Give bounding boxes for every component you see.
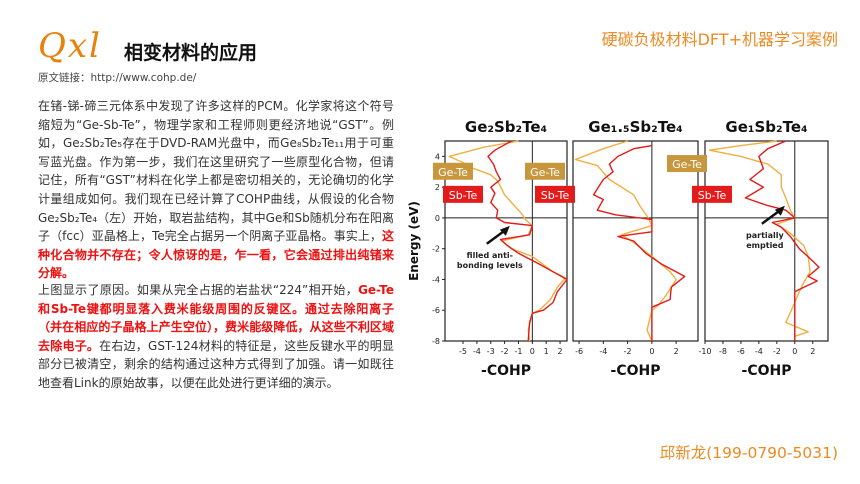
legend-label: Sb-Te [449, 189, 478, 202]
paragraph-text: 在右边，GST-124材料的特征是，这些反键水平的明显部分已被清空，剩余的结构通… [38, 338, 394, 390]
source-link[interactable]: http://www.cohp.de/ [90, 72, 197, 84]
x-tick-label: 0 [649, 347, 654, 356]
legend-badge-ge-te [525, 162, 565, 180]
x-tick-label: -6 [737, 347, 745, 356]
x-tick-label: 2 [558, 347, 563, 356]
y-tick-label: -4 [432, 275, 440, 284]
legend-badge-sb-te [535, 185, 575, 203]
x-axis-label: -COHP [611, 363, 661, 379]
y-tick-label: 0 [435, 214, 440, 223]
x-tick-label: -10 [698, 347, 711, 356]
legend-label: Ge-Te [530, 166, 560, 179]
annotation-text: emptied [746, 241, 783, 250]
panel-frame [572, 140, 699, 342]
x-tick-label: -4 [473, 347, 481, 356]
series-line-ge-te [574, 140, 677, 342]
series-title: 硬碳负极材料DFT+机器学习案例 [601, 30, 838, 49]
series-line-sb-te [592, 144, 686, 341]
y-tick-label: -6 [432, 306, 440, 315]
x-axis-label: -COHP [742, 363, 792, 379]
highlight-text: Ge-Te和Sb-Te键都明显落入费米能级周围的反键区。通过去除阳离子（并在相应… [38, 283, 394, 353]
x-tick-label: -3 [487, 347, 495, 356]
arrowhead-icon [774, 205, 785, 216]
x-tick-label: -4 [755, 347, 763, 356]
page-title: 相变材料的应用 [124, 42, 258, 64]
y-tick-label: 4 [435, 152, 440, 161]
x-tick-label: -8 [719, 347, 727, 356]
logo: Qxl [38, 26, 102, 66]
source-label: 原文链接： [38, 72, 91, 84]
x-tick-label: -5 [459, 347, 467, 356]
legend-badge-ge-te [667, 155, 707, 173]
contact-info: 邱新龙(199-0790-5031) [659, 444, 838, 462]
annotation-text: partially [746, 231, 785, 240]
y-tick-label: -8 [432, 337, 440, 346]
y-tick-label: -2 [432, 245, 440, 254]
legend-badge-ge-te [433, 162, 473, 180]
panel-frame [444, 140, 568, 342]
arrowhead-icon [499, 225, 510, 236]
paragraph-text: 在锗-锑-碲三元体系中发现了许多这样的PCM。化学家将这个符号缩短为“Ge-Sb… [38, 99, 394, 244]
panel-title: Ge₁Sb₂Te₄ [725, 118, 807, 136]
x-tick-label: -2 [773, 347, 781, 356]
annotation-text: bonding levels [457, 261, 523, 270]
paragraph-text: 上图显示了原因。如果从完全占据的岩盐状“224”相开始， [38, 283, 359, 297]
legend-badge-sb-te [443, 185, 483, 203]
x-tick-label: -2 [501, 347, 509, 356]
annotation-text: filled anti- [467, 251, 513, 260]
paragraph-1: 在锗-锑-碲三元体系中发现了许多这样的PCM。化学家将这个符号缩短为“Ge-Sb… [38, 97, 394, 283]
x-tick-label: -6 [575, 347, 583, 356]
legend-label: Sb-Te [541, 189, 570, 202]
series-line-sb-te [487, 140, 568, 342]
source-line: 原文链接：http://www.cohp.de/ [38, 70, 196, 85]
x-tick-label: -2 [624, 347, 632, 356]
x-tick-label: 2 [674, 347, 679, 356]
x-tick-label: 1 [544, 347, 549, 356]
paragraph-2: 上图显示了原因。如果从完全占据的岩盐状“224”相开始，Ge-Te和Sb-Te键… [38, 281, 394, 393]
x-tick-label: 2 [810, 347, 815, 356]
highlight-text: 这种化合物并不存在；令人惊讶的是，乍一看，它会通过排出纯锗来分解。 [38, 229, 394, 281]
x-axis-label: -COHP [481, 363, 531, 379]
legend-label: Sb-Te [698, 189, 727, 202]
x-tick-label: 0 [792, 347, 797, 356]
x-tick-label: -4 [599, 347, 607, 356]
panel-frame [704, 140, 829, 342]
panel-title: Ge₂Sb₂Te₄ [465, 118, 547, 136]
x-tick-label: 0 [530, 347, 535, 356]
legend-label: Ge-Te [438, 166, 468, 179]
legend-label: Ge-Te [672, 158, 702, 171]
panel-title: Ge₁.₅Sb₂Te₄ [588, 118, 682, 136]
y-axis-label: Energy (eV) [407, 201, 421, 281]
legend-badge-sb-te [692, 185, 732, 203]
x-tick-label: -1 [514, 347, 522, 356]
y-tick-label: 2 [435, 183, 440, 192]
series-line-sb-te [744, 140, 820, 341]
